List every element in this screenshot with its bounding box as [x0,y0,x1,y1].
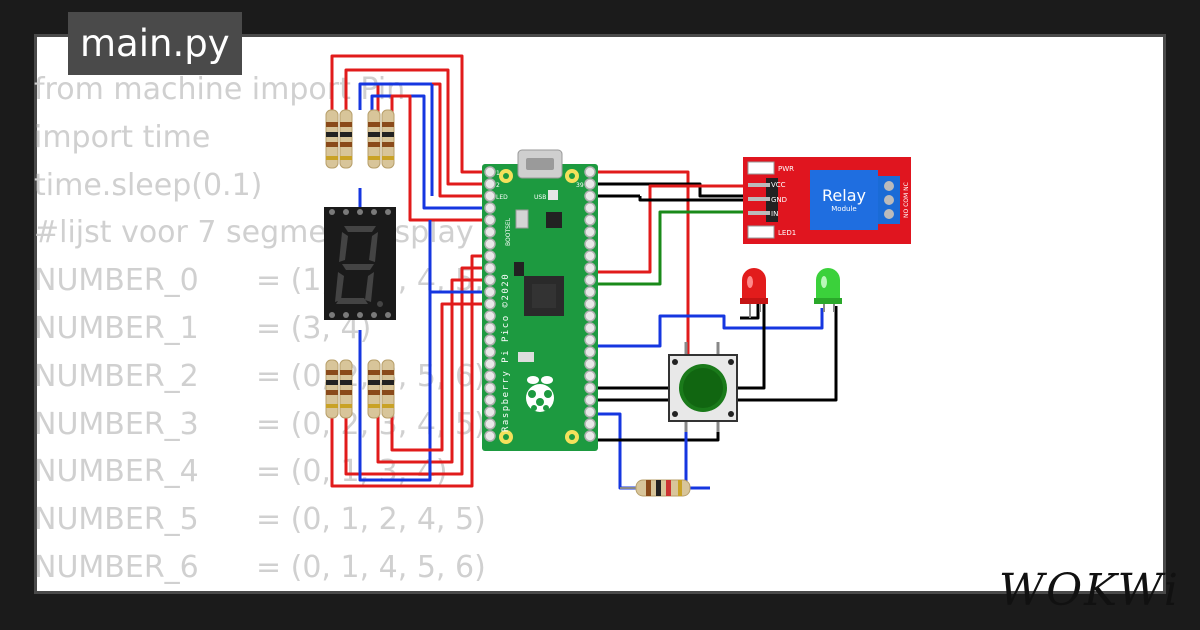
seven-segment-display[interactable] [324,207,396,320]
led-label: LED [496,194,508,201]
wires-bottom [330,220,484,488]
resistor-group-bottom [325,359,395,419]
usb-label: USB [534,194,546,201]
relay-module[interactable]: Relay Module PWR LED1 VCC GND IN NO COM … [743,157,911,244]
pin-1-label: 1 [496,170,500,177]
relay-terminal-labels: NO COM NC [903,182,910,218]
relay-title: Relay [822,186,866,205]
raspberry-logo-icon [526,376,554,412]
wokwi-logo: WOKWi [998,565,1180,616]
code-line: time.sleep(0.1) [34,167,263,203]
red-led[interactable] [740,268,768,318]
relay-pwr-label: PWR [778,165,794,173]
code-line: import time [34,119,211,155]
pulldown-resistor [620,479,691,497]
resistor-group-top [325,109,395,169]
push-button[interactable] [668,342,738,432]
relay-in-label: IN [771,210,778,218]
relay-led1-label: LED1 [778,229,796,237]
code-line: NUMBER_4 = (0, 1, 3, 4) [34,454,448,490]
pico-board[interactable]: 1 2 39 USB LED BOOTSEL Raspberry Pi Pico… [482,149,598,451]
code-line: NUMBER_6 = (0, 1, 4, 5, 6) [34,549,486,585]
green-led[interactable] [814,268,842,312]
bootsel-label: BOOTSEL [505,217,512,246]
file-tab[interactable]: main.py [68,12,242,75]
code-line: NUMBER_5 = (0, 1, 2, 4, 5) [34,502,486,538]
wires-top [330,54,484,222]
pin-39-label: 39 [576,182,584,189]
board-name: Raspberry Pi Pico ©2020 [501,273,511,432]
relay-subtitle: Module [831,205,856,213]
code-line: NUMBER_1 = (3, 4) [34,310,372,346]
code-line: from machine import Pin [34,72,406,107]
relay-vcc-label: VCC [771,181,786,189]
pin-2-label: 2 [496,182,500,189]
code-preview: from machine import Pin import time time.s… [34,66,524,592]
wires-relay [594,170,748,356]
relay-gnd-label: GND [771,196,787,204]
diagram-card [34,34,1166,594]
